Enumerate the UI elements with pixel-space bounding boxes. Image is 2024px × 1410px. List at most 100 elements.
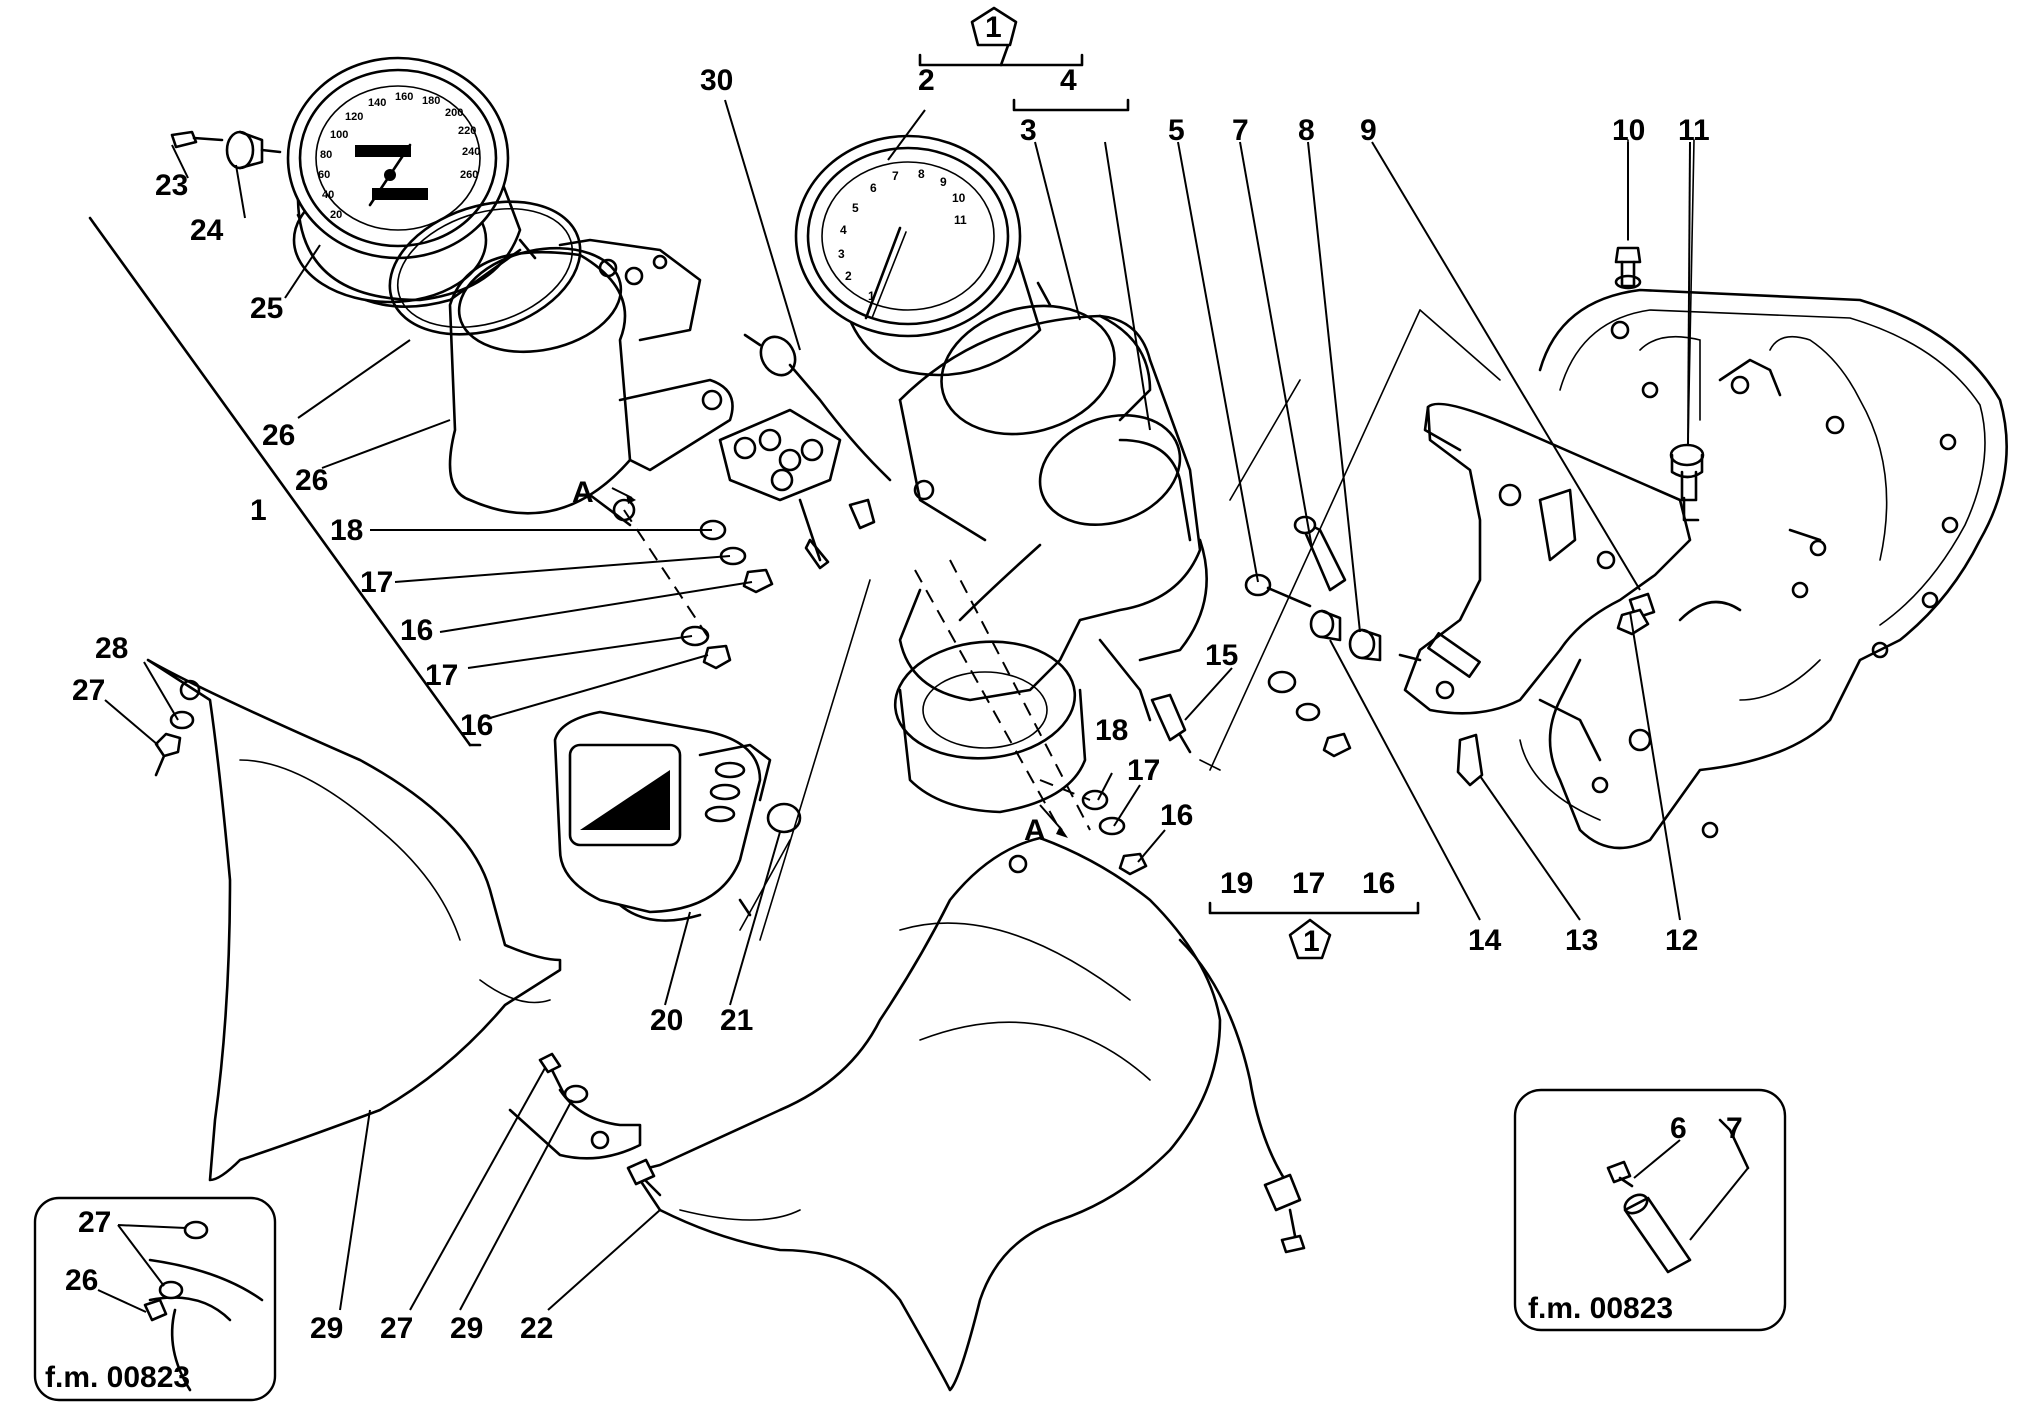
speedometer: 20 40 60 80 100 120 140 160 180 200 220 … xyxy=(286,56,537,308)
callout-27-left: 28 xyxy=(95,632,128,665)
knob-20 xyxy=(225,130,282,170)
callout-22: 26 xyxy=(262,419,295,452)
bolt-14-assembly xyxy=(1244,515,1422,662)
callout-9: 9 xyxy=(1360,114,1377,147)
mounting-bracket xyxy=(1403,402,1692,787)
speedo-tick: 240 xyxy=(462,146,480,158)
bracket-outline-lines xyxy=(1199,309,1501,771)
tacho-tick: 9 xyxy=(940,175,947,189)
left-inset-label: f.m. 00823 xyxy=(45,1361,190,1394)
callout-14: 14 xyxy=(1468,924,1502,957)
left-inset-callout-27: 27 xyxy=(78,1206,111,1239)
tacho-tick: 3 xyxy=(838,247,845,261)
section-mark-A-left: A xyxy=(572,476,594,509)
instrument-support xyxy=(893,304,1208,814)
grommet-11 xyxy=(1669,139,1705,522)
speedo-tick: 80 xyxy=(320,149,332,161)
tacho-tick: 10 xyxy=(952,191,966,205)
section-mark-A-right: A xyxy=(1024,814,1046,847)
callout-12: 12 xyxy=(1665,924,1698,957)
callout-20: 24 xyxy=(190,214,224,247)
callout-29: 29 xyxy=(310,1312,343,1345)
callout-7: 7 xyxy=(1232,114,1249,147)
tacho-tick: 8 xyxy=(918,167,925,181)
callout-23: 26 xyxy=(295,464,328,497)
callout-16-center: 16 xyxy=(1160,799,1193,832)
tacho-tick: 7 xyxy=(892,169,899,183)
speedo-tick: 60 xyxy=(318,169,330,181)
callout-8: 8 xyxy=(1298,114,1315,147)
callout-5: 5 xyxy=(1168,114,1185,147)
left-inset-callout-26: 26 xyxy=(65,1264,98,1297)
frame-housing xyxy=(1519,288,2008,850)
callout-3: 3 xyxy=(1020,114,1037,147)
gasket-ring-22 xyxy=(388,200,582,336)
right-fairing-panel xyxy=(626,836,1222,1392)
callout-19: 23 xyxy=(155,169,188,202)
callout-18-bottom: 19 xyxy=(1220,867,1253,900)
callout-1: 1 xyxy=(250,494,267,527)
leader-lines xyxy=(104,99,1691,1311)
callout-21: 25 xyxy=(250,292,283,325)
kit-marker-bottom: 1 xyxy=(1208,901,1420,960)
speedo-tick: 200 xyxy=(445,107,463,119)
speedometer-cable xyxy=(743,333,1306,1254)
left-fairing-panel xyxy=(146,658,562,1182)
bolt-19 xyxy=(170,130,224,149)
section-arrows xyxy=(611,487,1068,838)
right-inset-label: f.m. 00823 xyxy=(1528,1292,1673,1325)
kit-marker-bottom-label: 1 xyxy=(1303,925,1320,958)
tacho-tick: 6 xyxy=(870,181,877,195)
speedo-tick: 20 xyxy=(330,209,342,221)
callout-11: 11 xyxy=(1678,114,1710,147)
callout-28: 22 xyxy=(520,1312,553,1345)
right-inset-callout-7: 7 xyxy=(1726,1112,1743,1145)
speedo-tick: 160 xyxy=(395,91,413,103)
callout-24: 20 xyxy=(650,1004,683,1037)
speedo-tick: 40 xyxy=(322,189,334,201)
callout-16-left-a: 16 xyxy=(400,614,433,647)
callout-27-bottom: 29 xyxy=(450,1312,483,1345)
nut-12 xyxy=(1616,608,1650,636)
callout-15: 15 xyxy=(1205,639,1238,672)
tacho-tick: 5 xyxy=(852,201,859,215)
callout-labels: 2 4 3 30 5 7 8 9 10 11 12 13 14 15 18 17… xyxy=(72,64,1710,1345)
warning-light-unit xyxy=(553,579,871,941)
callout-17-left-b: 17 xyxy=(425,659,458,692)
tacho-tick: 11 xyxy=(954,213,967,227)
kit-marker-top: 1 xyxy=(918,6,1130,112)
callout-16-bottom: 16 xyxy=(1362,867,1395,900)
kit-marker-top-label: 1 xyxy=(985,11,1002,44)
connector-block xyxy=(718,408,876,570)
right-inset: 6 7 f.m. 00823 xyxy=(1513,1088,1787,1332)
callout-2: 2 xyxy=(918,64,935,97)
screw-26-left-top xyxy=(154,710,195,777)
tachometer-scale: 1 2 3 4 5 6 7 8 9 10 11 xyxy=(838,167,967,303)
speedo-tick: 100 xyxy=(330,129,348,141)
callout-17-left-a: 17 xyxy=(360,566,393,599)
callout-30: 30 xyxy=(700,64,733,97)
fasteners-right xyxy=(1267,670,1352,758)
speedo-tick: 260 xyxy=(460,169,478,181)
callout-13: 13 xyxy=(1565,924,1598,957)
left-inset: 27 26 f.m. 00823 xyxy=(33,1196,277,1402)
tacho-tick: 2 xyxy=(845,269,852,283)
speedo-tick: 180 xyxy=(422,95,440,107)
callout-25: 21 xyxy=(720,1004,753,1037)
callout-4: 4 xyxy=(1060,64,1077,97)
tachometer: 1 2 3 4 5 6 7 8 9 10 11 xyxy=(794,134,1052,377)
callout-26-bottom: 27 xyxy=(380,1312,413,1345)
callout-18-left: 18 xyxy=(330,514,363,547)
callout-16-left-b: 16 xyxy=(460,709,493,742)
callout-18-center: 18 xyxy=(1095,714,1128,747)
right-inset-callout-6: 6 xyxy=(1670,1112,1687,1145)
fairing-mount-bracket xyxy=(508,1052,642,1160)
fasteners-left xyxy=(623,509,774,670)
callout-10: 10 xyxy=(1612,114,1645,147)
speedometer-holder xyxy=(448,238,734,527)
speedometer-scale: 20 40 60 80 100 120 140 160 180 200 220 … xyxy=(318,91,480,221)
callout-26-left: 27 xyxy=(72,674,105,707)
speedo-tick: 220 xyxy=(458,125,476,137)
speedo-tick: 140 xyxy=(368,97,386,109)
